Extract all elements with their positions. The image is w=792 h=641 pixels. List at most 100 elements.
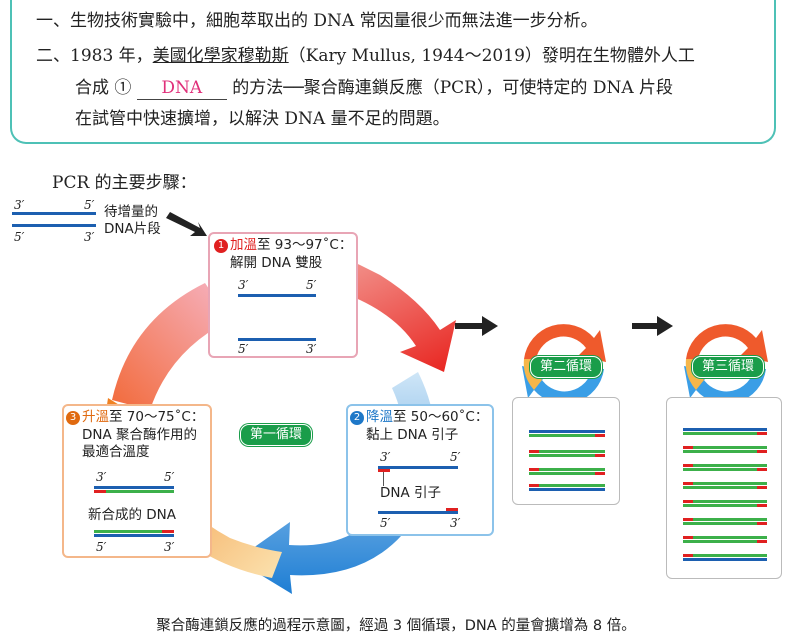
template-strand-bottom [12,224,96,227]
strand-primer [683,518,693,521]
template-3prime-bottom: 3′ [84,230,95,244]
strand-primer [757,504,767,507]
strand-primer [595,472,605,475]
step2-strand-bottom [378,511,458,514]
forward-arrow-1 [455,316,498,336]
new-dna-label: 新合成的 DNA [88,507,177,523]
section-heading: PCR 的主要步驟： [52,173,197,193]
strand-new [693,464,767,467]
template-strand-top [12,212,96,215]
note-line-2: 二、1983 年，美國化學家穆勒斯（Kary Mullus, 1944～2019… [36,46,695,66]
forward-arrow-2 [632,316,673,336]
strand-primer [529,468,539,471]
cycle3-result-box [666,397,782,579]
step2-5prime-top: 5′ [450,450,461,464]
strand-primer [683,446,693,449]
step3-5prime-top: 5′ [164,470,175,484]
step1-strand-bottom [238,338,316,341]
strand-new [683,468,757,471]
strand-new [693,482,767,485]
step1-3prime-top: 3′ [238,278,249,292]
step3-5prime-bottom: 5′ [96,540,107,554]
primer-label: DNA 引子 [380,485,442,501]
note-line-3: 合成 ① DNA 的方法──聚合酶連鎖反應（PCR），可使特定的 DNA 片段 [75,77,674,100]
strand-primer [529,450,539,453]
cycle-arc [112,283,230,410]
step1-3prime-bottom: 3′ [306,342,317,356]
step3-strand-bottom [94,534,174,537]
step3-3prime-bottom: 3′ [164,540,175,554]
note-line-1: 一、生物技術實驗中，細胞萃取出的 DNA 常因量很少而無法進一步分析。 [36,11,598,31]
strand-new [683,504,757,507]
strand-new [539,484,605,487]
strand-new [683,486,757,489]
cycle2-badge: 第二循環 [530,356,603,378]
step3-strand-top [94,486,174,489]
step3-new-strand-top [106,490,174,493]
template-3prime-top: 3′ [14,198,25,212]
strand-new [693,554,767,557]
cooling-arrow [236,372,436,594]
cycle2-result-box [512,397,620,505]
step3-desc-1: DNA 聚合酶作用的 [82,427,198,443]
strand-new [683,432,757,435]
strand-template [683,428,767,431]
strand-new [529,434,595,437]
pointer-arrow [166,212,207,236]
step2-5prime-bottom: 5′ [380,516,391,530]
template-label-line2: DNA片段 [104,221,161,237]
primer-pointer [383,472,384,486]
inventor-name: 美國化學家穆勒斯 [152,46,289,66]
step3-primer-top [94,490,106,493]
strand-primer [757,522,767,525]
step2-primer-top [378,469,390,472]
strand-primer [757,540,767,543]
strand-primer [595,454,605,457]
step3-3prime-top: 3′ [96,470,107,484]
note-line-4: 在試管中快速擴增，以解決 DNA 量不足的問題。 [75,109,450,129]
step2-3prime-bottom: 3′ [450,516,461,530]
strand-primer [757,450,767,453]
step3-desc-2: 最適合溫度 [82,444,150,460]
template-5prime-bottom: 5′ [14,230,25,244]
step2-3prime-top: 3′ [380,450,391,464]
strand-new [529,472,595,475]
strand-primer [757,468,767,471]
strand-new [683,522,757,525]
step1-desc: 解開 DNA 雙股 [230,255,323,271]
step2-primer-bottom [446,508,458,511]
step1-strand-top [238,294,316,297]
step1-5prime-bottom: 5′ [238,342,249,356]
step2-strand-top [378,466,458,469]
step3-primer-bottom [162,530,174,533]
strand-new [683,540,757,543]
cycle3-badge: 第三循環 [692,356,765,378]
strand-primer [529,484,539,487]
strand-primer [683,482,693,485]
fill-blank-answer: DNA [136,77,227,100]
strand-new [693,500,767,503]
strand-primer [683,500,693,503]
notes-box [10,0,776,144]
template-label-line1: 待增量的 [104,204,158,220]
step3-new-strand-bottom [94,530,162,533]
strand-primer [757,432,767,435]
cycle3-strands [683,428,767,561]
strand-template [529,430,605,433]
strand-new [529,454,595,457]
cycle2-strands [529,430,605,491]
strand-new [539,450,605,453]
strand-new [683,450,757,453]
strand-primer [595,434,605,437]
strand-new [693,536,767,539]
strand-primer [683,554,693,557]
strand-primer [683,464,693,467]
step2-desc: 黏上 DNA 引子 [366,427,459,443]
strand-template [683,558,767,561]
strand-new [693,446,767,449]
